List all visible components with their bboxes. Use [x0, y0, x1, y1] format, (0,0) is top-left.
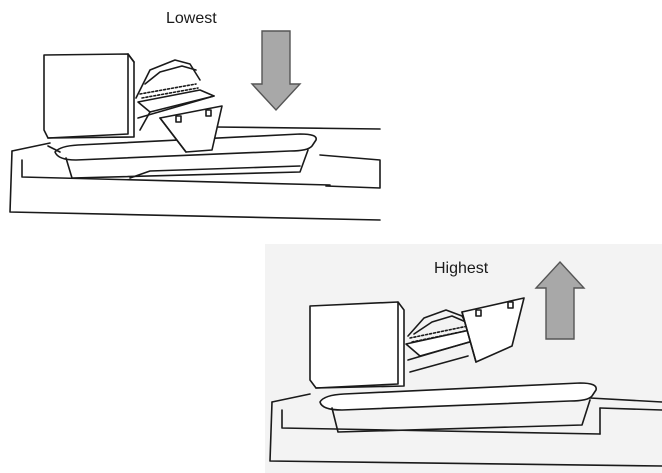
- highest-panel: [269, 297, 662, 467]
- label-highest: Highest: [434, 260, 489, 277]
- down-arrow-icon: [250, 30, 302, 112]
- highest-ice-bin: [319, 382, 597, 411]
- label-lowest: Lowest: [166, 10, 217, 27]
- lowest-panel: [9, 53, 381, 221]
- highest-ice-maker-housing: [309, 301, 405, 389]
- highest-shelf-front: [269, 401, 662, 467]
- lowest-ice-bin: [54, 133, 317, 161]
- lowest-ice-maker-housing: [43, 53, 135, 139]
- lowest-shelf-front: [9, 150, 381, 221]
- up-arrow-icon: [534, 260, 586, 340]
- lowest-shelf-edge: [11, 142, 51, 152]
